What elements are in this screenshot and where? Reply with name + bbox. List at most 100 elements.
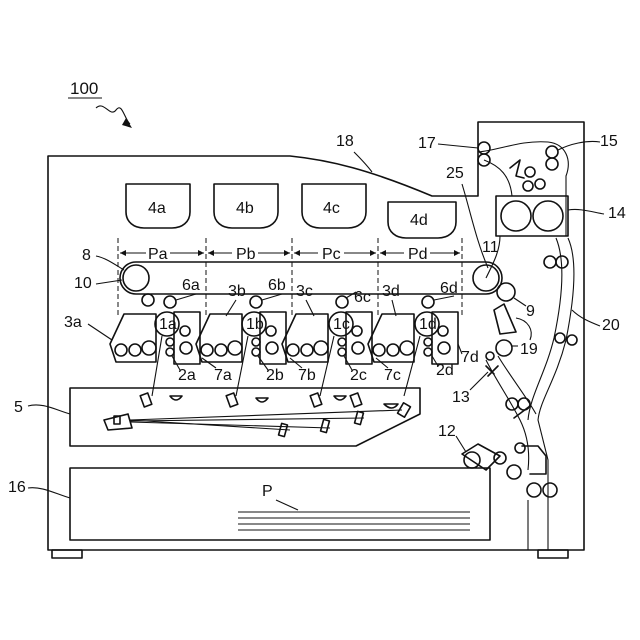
leader-9 bbox=[514, 298, 526, 306]
label-14: 14 bbox=[608, 205, 626, 222]
station-a bbox=[110, 312, 200, 364]
label-8: 8 bbox=[82, 247, 91, 264]
leader-13 bbox=[470, 372, 488, 390]
label-7a: 7a bbox=[214, 367, 232, 384]
label-25: 25 bbox=[446, 165, 464, 182]
label-13: 13 bbox=[452, 389, 470, 406]
conveyance-roller bbox=[507, 465, 521, 479]
leader-17 bbox=[438, 144, 478, 148]
lower-roller-a bbox=[527, 483, 541, 497]
fixing-unit bbox=[496, 196, 568, 236]
leader-7a bbox=[202, 358, 216, 368]
registration-idler bbox=[486, 352, 494, 360]
label-15: 15 bbox=[600, 133, 618, 150]
feed-roller-1a bbox=[506, 398, 518, 410]
label-4b: 4b bbox=[236, 200, 254, 217]
label-7b: 7b bbox=[298, 367, 316, 384]
leader-7b bbox=[290, 358, 302, 368]
label-3b: 3b bbox=[228, 283, 246, 300]
duplex-roller-2b bbox=[567, 335, 577, 345]
label-P: P bbox=[262, 483, 273, 500]
registration-guide bbox=[494, 304, 516, 334]
exposure-unit bbox=[70, 388, 420, 446]
label-3d: 3d bbox=[382, 283, 400, 300]
figure-label: 100 bbox=[70, 79, 98, 98]
leader-6b bbox=[262, 294, 282, 300]
leader-20 bbox=[572, 310, 600, 326]
label-6a: 6a bbox=[182, 277, 200, 294]
foot-right bbox=[538, 550, 568, 558]
label-1a: 1a bbox=[159, 316, 177, 333]
label-Pb: Pb bbox=[236, 246, 256, 263]
label-2a: 2a bbox=[178, 367, 196, 384]
duplex-roller-2a bbox=[555, 333, 565, 343]
label-1c: 1c bbox=[333, 316, 350, 333]
guide-roller-3 bbox=[523, 181, 533, 191]
label-Pd: Pd bbox=[408, 246, 428, 263]
paper-path-fix-exit bbox=[484, 160, 512, 196]
manual-feed-guide bbox=[522, 446, 546, 474]
label-3a: 3a bbox=[64, 314, 82, 331]
label-Pc: Pc bbox=[322, 246, 341, 263]
station-c bbox=[282, 312, 372, 364]
separation-roller bbox=[494, 452, 506, 464]
label-Pa: Pa bbox=[148, 246, 168, 263]
reverse-roller-15a bbox=[546, 146, 558, 158]
reverse-roller-15b bbox=[546, 158, 558, 170]
switching-flapper bbox=[510, 160, 524, 178]
label-12: 12 bbox=[438, 423, 456, 440]
label-7c: 7c bbox=[384, 367, 401, 384]
station-d bbox=[368, 312, 458, 364]
label-1b: 1b bbox=[246, 316, 264, 333]
label-6b: 6b bbox=[268, 277, 286, 294]
feed-roller-2a bbox=[515, 443, 525, 453]
label-6d: 6d bbox=[440, 280, 458, 297]
label-4c: 4c bbox=[323, 200, 340, 217]
label-7d: 7d bbox=[461, 349, 479, 366]
pressure-roller bbox=[533, 201, 563, 231]
label-2b: 2b bbox=[266, 367, 284, 384]
leader-3a bbox=[88, 324, 112, 340]
belt-roller-10 bbox=[123, 265, 149, 291]
scanner-optics bbox=[104, 393, 410, 437]
primary-transfer-roller-6b bbox=[250, 296, 262, 308]
lower-roller-b bbox=[543, 483, 557, 497]
paper-stack bbox=[238, 512, 470, 530]
leader-6a bbox=[176, 294, 196, 300]
leader-14 bbox=[568, 209, 604, 214]
label-9: 9 bbox=[526, 303, 535, 320]
label-2c: 2c bbox=[350, 367, 367, 384]
feed-path-lower bbox=[486, 360, 529, 470]
leader-16 bbox=[28, 488, 70, 498]
label-4d: 4d bbox=[410, 212, 428, 229]
guide-roller-1 bbox=[525, 167, 535, 177]
label-10: 10 bbox=[74, 275, 92, 292]
station-b bbox=[196, 312, 286, 364]
primary-transfer-roller-6d bbox=[422, 296, 434, 308]
label-20: 20 bbox=[602, 317, 620, 334]
label-2d: 2d bbox=[436, 362, 454, 379]
leader-P bbox=[276, 500, 298, 510]
guide-roller-2 bbox=[535, 179, 545, 189]
label-5: 5 bbox=[14, 399, 23, 416]
foot-left bbox=[52, 550, 82, 558]
label-6c: 6c bbox=[354, 289, 371, 306]
primary-transfer-roller-6a bbox=[164, 296, 176, 308]
label-3c: 3c bbox=[296, 283, 313, 300]
secondary-transfer-roller bbox=[497, 283, 515, 301]
main-housing bbox=[48, 122, 584, 550]
label-16: 16 bbox=[8, 479, 26, 496]
paper-cassette bbox=[70, 468, 490, 540]
leader-8 bbox=[96, 256, 124, 270]
belt-cleaner-roller bbox=[142, 294, 154, 306]
label-19: 19 bbox=[520, 341, 538, 358]
label-11: 11 bbox=[482, 239, 499, 256]
fixing-roller bbox=[501, 201, 531, 231]
duplex-path-outer bbox=[538, 238, 574, 550]
registration-roller bbox=[496, 340, 512, 356]
leader-15 bbox=[558, 141, 600, 150]
leader-7c bbox=[376, 358, 388, 368]
leader-5 bbox=[28, 405, 70, 414]
